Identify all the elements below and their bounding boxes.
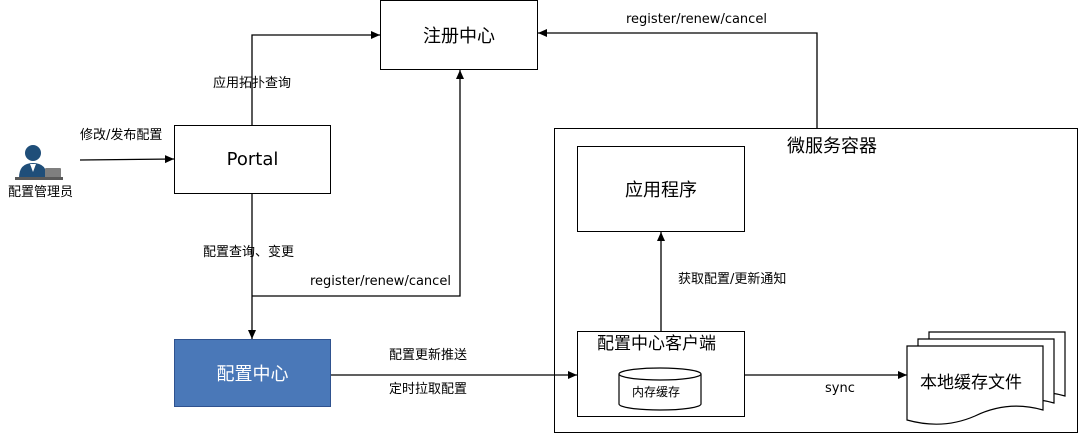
edge-config-center-to-registry	[252, 70, 464, 297]
edge-label-modify-publish: 修改/发布配置	[80, 128, 163, 143]
portal-label: Portal	[226, 149, 279, 170]
container-label: 微服务容器	[787, 136, 877, 157]
edge-portal-to-registry	[251, 31, 380, 125]
edge-label-topology-query: 应用拓扑查询	[213, 76, 292, 91]
memory-cache-label: 内存缓存	[632, 385, 681, 399]
edge-label-pull-config: 定时拉取配置	[389, 382, 468, 397]
edge-label-push-update: 配置更新推送	[389, 348, 468, 363]
config-client-label: 配置中心客户端	[597, 334, 716, 354]
edge-label-get-config-notify: 获取配置/更新通知	[678, 272, 787, 287]
local-cache-file-label: 本地缓存文件	[920, 373, 1022, 393]
registry-center-node: 注册中心	[380, 0, 538, 70]
edge-label-query-change: 配置查询、变更	[203, 245, 295, 260]
edge-label-register-top: register/renew/cancel	[626, 12, 767, 27]
edge-label-register-bottom: register/renew/cancel	[310, 274, 451, 289]
registry-center-label: 注册中心	[423, 26, 495, 47]
edge-admin-to-portal	[79, 155, 175, 164]
config-center-node: 配置中心	[174, 339, 331, 407]
portal-node: Portal	[174, 125, 331, 194]
application-node: 应用程序	[577, 146, 745, 232]
edge-label-sync: sync	[825, 381, 855, 396]
admin-label: 配置管理员	[8, 185, 74, 200]
config-center-label: 配置中心	[216, 364, 289, 385]
edge-container-to-registry	[538, 29, 818, 128]
microservice-container	[554, 128, 1078, 433]
application-label: 应用程序	[625, 180, 697, 201]
